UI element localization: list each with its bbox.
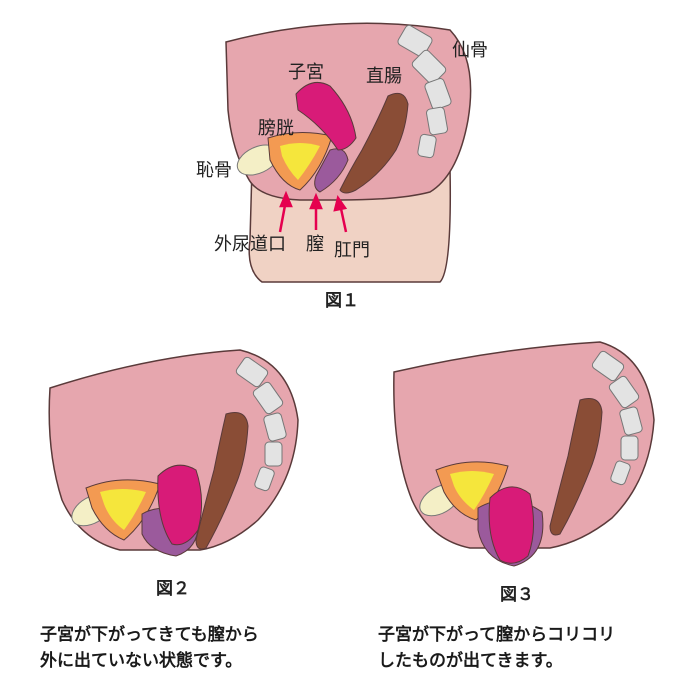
fig1-rectum bbox=[339, 92, 409, 194]
figure-2-description-line1: 子宮が下がってきても膣から bbox=[40, 624, 259, 645]
figure-3-caption: 図３ bbox=[500, 585, 534, 605]
fig2-rectum bbox=[195, 412, 249, 550]
label-pubic-bone: 恥骨 bbox=[196, 160, 232, 181]
figure-3: 図３ 子宮が下がって膣からコリコリ したものが出てきます。 bbox=[378, 341, 655, 671]
label-anus: 肛門 bbox=[334, 240, 370, 261]
label-bladder: 膀胱 bbox=[258, 118, 294, 139]
fig3-sacrum bbox=[591, 350, 643, 486]
figure-2: 図２ 子宮が下がってきても膣から 外に出ていない状態です。 bbox=[40, 349, 299, 671]
fig1-bladder-inner bbox=[280, 143, 320, 180]
fig2-bladder-inner bbox=[100, 489, 146, 530]
figure-3-description-line1: 子宮が下がって膣からコリコリ bbox=[378, 624, 615, 645]
label-uterus: 子宮 bbox=[288, 62, 324, 83]
label-urethral-opening: 外尿道口 bbox=[214, 234, 286, 255]
figure-1: 子宮 直腸 仙骨 膀胱 恥骨 外尿道口 膣 肛門 図１ bbox=[196, 22, 488, 311]
figure-2-caption: 図２ bbox=[156, 579, 190, 599]
figure-2-description-line2: 外に出ていない状態です。 bbox=[40, 650, 242, 671]
fig1-arrows bbox=[278, 190, 348, 233]
fig1-uterus bbox=[295, 81, 357, 151]
fig3-rectum bbox=[549, 398, 603, 536]
fig3-bladder-inner bbox=[450, 471, 494, 510]
fig2-sacrum bbox=[235, 356, 287, 492]
fig1-sacrum bbox=[397, 24, 452, 159]
label-vagina: 膣 bbox=[306, 234, 324, 255]
fig3-uterus bbox=[488, 486, 534, 564]
figure-3-description-line2: したものが出てきます。 bbox=[378, 650, 563, 671]
label-sacrum: 仙骨 bbox=[452, 40, 488, 61]
label-rectum: 直腸 bbox=[366, 66, 402, 87]
figure-1-caption: 図１ bbox=[325, 291, 359, 311]
fig1-vagina bbox=[314, 148, 349, 193]
